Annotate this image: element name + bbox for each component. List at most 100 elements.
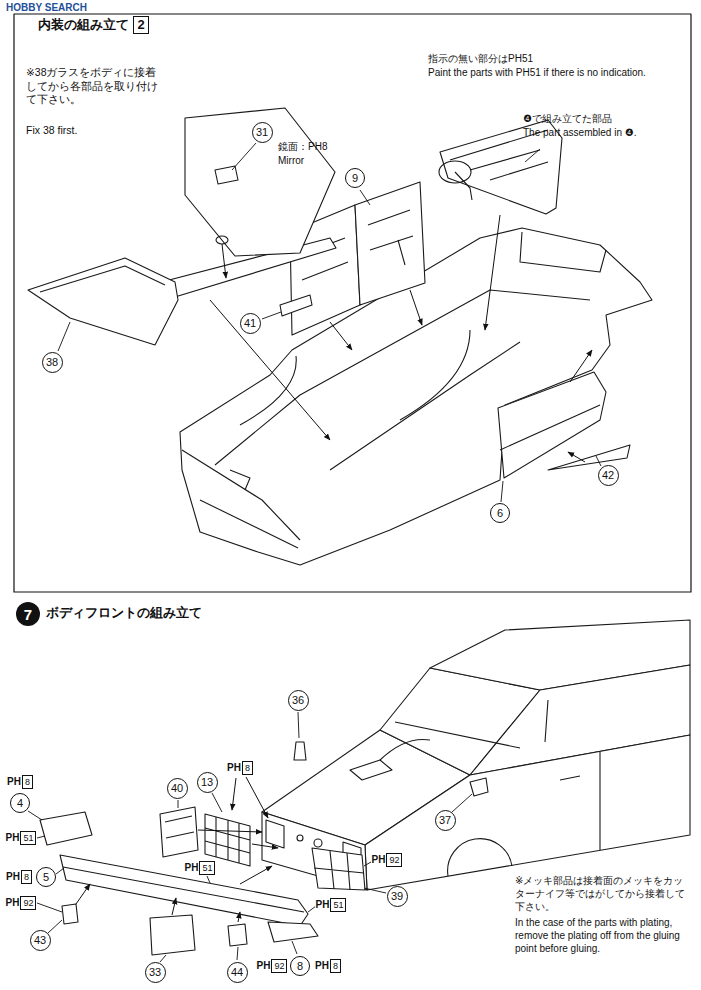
- paint-code: PH51: [315, 898, 348, 912]
- paint-code: PH92: [5, 896, 38, 910]
- paint-number: 8: [21, 870, 32, 884]
- callout-text: 33: [149, 967, 161, 978]
- paint-number: 8: [330, 959, 341, 973]
- paint-note: 鏡面：PH8: [278, 140, 327, 153]
- callout-number: 38: [42, 352, 63, 373]
- callout-text: 5: [43, 872, 49, 883]
- paint-number: 51: [20, 831, 36, 845]
- callout-text: 36: [292, 695, 304, 706]
- callout-number: 31: [252, 122, 273, 143]
- rear-parcel-panel: [185, 108, 335, 256]
- paint-prefix: PH: [6, 872, 20, 882]
- note-text: Fix 38 first.: [26, 124, 77, 138]
- paint-code: PH8: [314, 959, 342, 973]
- callout-number: 39: [387, 886, 408, 907]
- paint-number: 8: [242, 761, 253, 775]
- paint-prefix: PH: [6, 898, 20, 908]
- paint-number: 92: [271, 959, 287, 973]
- callout-number: 37: [435, 810, 456, 831]
- paint-number: 92: [386, 853, 402, 867]
- paint-code: PH8: [226, 761, 254, 775]
- paint-number: 92: [20, 896, 36, 910]
- paint-prefix: PH: [372, 855, 386, 865]
- headlight-part: [160, 807, 198, 857]
- step-number-box: 2: [133, 16, 148, 34]
- paint-number: 8: [22, 775, 33, 789]
- paint-number: 51: [199, 861, 215, 875]
- paint-prefix: PH: [185, 863, 199, 873]
- callout-text: 37: [439, 815, 451, 826]
- paint-code: PH92: [371, 853, 404, 867]
- callout-number: 33: [145, 962, 166, 983]
- front-parts: [40, 807, 365, 955]
- note-text: 指示の無い部分はPH51: [428, 52, 533, 65]
- grille: [205, 814, 250, 866]
- callout-number: 40: [167, 778, 188, 799]
- turn-lamp: [40, 812, 92, 845]
- callout-text: 8: [297, 961, 303, 972]
- paint-code: PH92: [256, 959, 289, 973]
- paint-prefix: PH: [316, 900, 330, 910]
- paint-number: 51: [330, 898, 346, 912]
- mirror-part: [215, 166, 238, 184]
- step-number: 7: [16, 602, 40, 626]
- paint-prefix: PH: [6, 833, 20, 843]
- note-text: ※メッキ部品は接着面のメッキをカッターナイフ等ではがしてから接着して下さい。: [515, 874, 691, 913]
- paint-prefix: PH: [7, 777, 21, 787]
- rear-glass: [28, 258, 178, 345]
- callout-text: 31: [256, 127, 268, 138]
- callout-number: 8: [290, 956, 310, 976]
- note-text: Paint the parts with PH51 if there is no…: [428, 66, 686, 79]
- callout-text: 38: [46, 357, 58, 368]
- small-lamp: [62, 904, 78, 924]
- paint-note: Mirror: [278, 154, 304, 167]
- paint-code: PH8: [6, 775, 34, 789]
- assembly-arrows: [76, 777, 278, 922]
- callout-number: 13: [197, 772, 218, 793]
- bumper-end: [268, 922, 318, 942]
- paint-code: PH8: [5, 870, 33, 884]
- callout-number: 41: [240, 313, 261, 334]
- leader-lines: [28, 712, 472, 962]
- section-heading: 内装の組み立て: [38, 17, 129, 34]
- callout-number: 9: [345, 168, 365, 188]
- headlight-part: [312, 848, 365, 890]
- fender-mirror: [294, 742, 306, 760]
- step-text: 7: [24, 607, 32, 622]
- callout-text: 40: [171, 783, 183, 794]
- license-plate: [150, 915, 195, 955]
- callout-text: 4: [17, 798, 23, 809]
- callout-text: 13: [201, 777, 213, 788]
- assembly-arrows: [210, 215, 592, 462]
- callout-text: 39: [391, 891, 403, 902]
- paint-prefix: PH: [227, 763, 241, 773]
- paint-prefix: PH: [315, 961, 329, 971]
- step-text: 2: [137, 17, 144, 32]
- panel-frame: [14, 14, 691, 592]
- paint-code: PH51: [5, 831, 38, 845]
- leader-lines: [58, 143, 601, 502]
- callout-text: 9: [352, 173, 358, 184]
- callout-text: 42: [602, 470, 614, 481]
- callout-number: 42: [598, 465, 619, 486]
- callout-number: 36: [288, 690, 309, 711]
- callout-number: 5: [36, 867, 56, 887]
- paint-prefix: PH: [257, 961, 271, 971]
- note-text: ❹で組み立てた部品: [523, 112, 612, 125]
- callout-text: 6: [497, 508, 503, 519]
- callout-text: 43: [34, 935, 46, 946]
- small-lamp: [228, 924, 247, 946]
- callout-number: 43: [30, 930, 51, 951]
- interior-parts: [28, 108, 652, 565]
- watermark: HOBBY SEARCH: [6, 1, 87, 14]
- callout-number: 6: [490, 503, 510, 523]
- note-text: The part assembled in ❹.: [523, 126, 636, 139]
- callout-text: 41: [244, 318, 256, 329]
- section-heading: ボディフロントの組み立て: [46, 605, 202, 622]
- callout-number: 4: [10, 793, 30, 813]
- door-mirror: [470, 778, 488, 796]
- side-trim: [548, 445, 630, 470]
- note-text: ※38ガラスをボディに接着してから各部品を取り付けて下さい。: [26, 66, 162, 107]
